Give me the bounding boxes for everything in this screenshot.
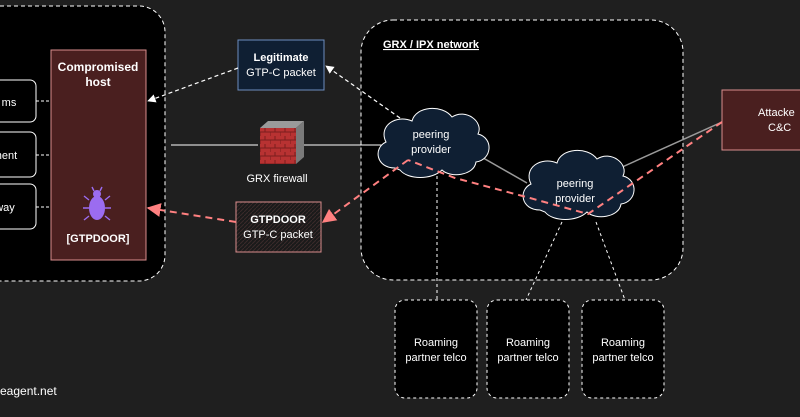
gtpdoor-packet-line2: GTP-C packet (243, 229, 313, 241)
peering-attacker-link (619, 121, 723, 169)
compromised-host-box (50, 49, 147, 261)
legit-packet-box (237, 39, 325, 91)
compromised-host-title-2: host (85, 75, 110, 89)
roaming-partner-1: Roaming partner telco (394, 299, 478, 399)
left-item-2-label: ment (0, 150, 17, 162)
peering-provider-2-cloud (522, 150, 635, 220)
peering-2-line2: provider (555, 193, 595, 205)
malicious-arrow-to-host (146, 203, 237, 223)
malicious-path-attacker-peering (407, 121, 723, 216)
roaming-3-line1: Roaming (601, 337, 645, 349)
peering2-roaming3-link (595, 221, 626, 301)
roaming-3-line2: partner telco (592, 352, 653, 364)
malicious-arrow-to-packet (321, 159, 409, 223)
left-item-3-label: way (0, 202, 15, 214)
footer-text: eagent.net (0, 384, 57, 398)
bug-icon (83, 186, 111, 221)
left-item-2: ment (0, 131, 37, 178)
gtpdoor-packet-box (235, 201, 322, 253)
left-item-3: way (0, 183, 37, 230)
gtpdoor-badge: [GTPDOOR] (67, 233, 130, 245)
peering-1-line2: provider (411, 144, 451, 156)
roaming-partner-3: Roaming partner telco (581, 299, 665, 399)
peering-provider-1-cloud (377, 108, 490, 178)
gtpdoor-packet-line1: GTPDOOR (250, 214, 306, 226)
legit-packet-line1: Legitimate (253, 52, 308, 64)
peering-1-line1: peering (413, 129, 450, 141)
peering-2-line1: peering (557, 178, 594, 190)
legit-arrow-to-packet (325, 65, 401, 119)
peering2-roaming2-link (525, 221, 563, 301)
roaming-partner-2: Roaming partner telco (486, 299, 570, 399)
firewall-icon (260, 121, 304, 164)
peering-peering-link (477, 154, 528, 184)
roaming-1-line1: Roaming (414, 337, 458, 349)
roaming-2-line1: Roaming (506, 337, 550, 349)
compromised-host-title-1: Compromised (58, 60, 139, 74)
roaming-2-line2: partner telco (497, 352, 558, 364)
roaming-1-line2: partner telco (405, 352, 466, 364)
attacker-line2: C&C (768, 122, 791, 134)
firewall-label: GRX firewall (246, 173, 307, 185)
left-item-1-label: ms (2, 97, 17, 109)
attacker-line1: Attacke (758, 107, 795, 119)
grx-network-title: GRX / IPX network (383, 39, 480, 51)
attacker-cc-box (721, 89, 800, 151)
legit-arrow-to-host (147, 67, 239, 103)
legit-packet-line2: GTP-C packet (246, 67, 316, 79)
left-item-1: ms (0, 79, 37, 123)
